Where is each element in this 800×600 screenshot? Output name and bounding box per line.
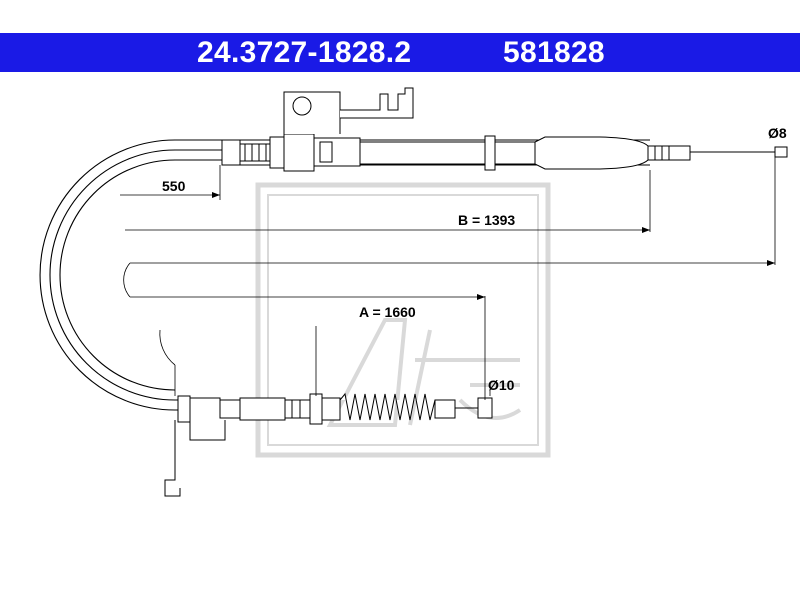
part-number: 24.3727-1828.2 [197,36,412,69]
diameter-10-label: Ø10 [488,377,515,393]
title-bar: 24.3727-1828.2 581828 [0,33,800,72]
lower-cable-assembly [164,392,493,497]
dimension-a-label: A = 1660 [359,304,416,320]
upper-cable-assembly [221,87,788,172]
dimension-550-label: 550 [162,178,186,194]
cable-bend [39,139,225,411]
diameter-8-label: Ø8 [768,125,787,141]
dimension-arrows [212,192,775,300]
dimension-lines [120,157,776,400]
dimension-b-label: B = 1393 [458,212,515,228]
reference-number: 581828 [503,36,605,69]
ate-watermark-logo [255,182,551,458]
